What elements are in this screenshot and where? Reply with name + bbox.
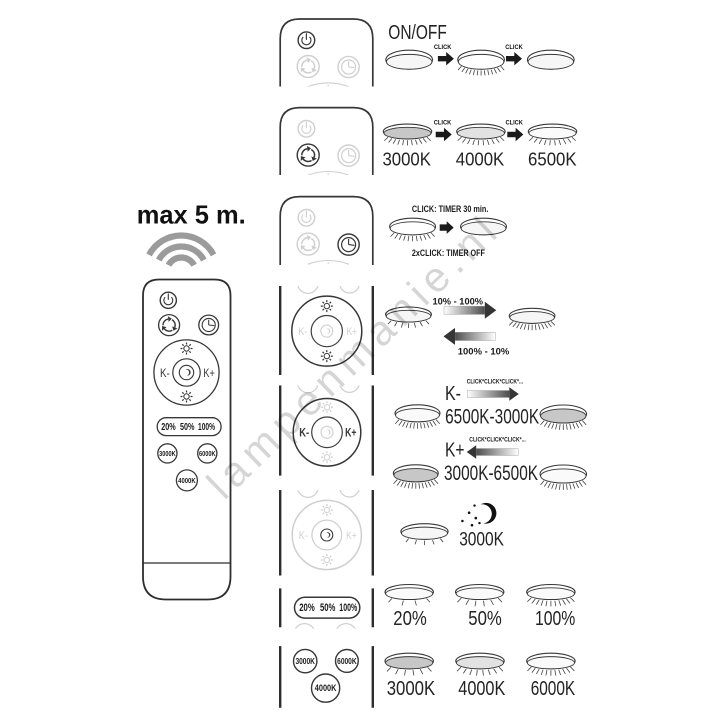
svg-text:20%: 20% [393, 608, 427, 630]
svg-text:K+: K+ [445, 439, 465, 462]
svg-text:CLICK: CLICK [505, 44, 523, 51]
svg-text:K-: K- [299, 426, 309, 440]
svg-text:100% - 10%: 100% - 10% [458, 347, 510, 357]
svg-text:ON/OFF: ON/OFF [388, 22, 447, 44]
svg-text:max 5 m.: max 5 m. [137, 199, 246, 229]
svg-text:50%: 50% [180, 422, 195, 433]
svg-text:6000K: 6000K [199, 450, 216, 458]
svg-text:2xCLICK: TIMER OFF: 2xCLICK: TIMER OFF [412, 248, 485, 258]
svg-text:K-: K- [298, 326, 307, 338]
svg-text:CLICK: CLICK [434, 44, 452, 51]
svg-text:3000K: 3000K [387, 678, 436, 700]
svg-text:K-: K- [160, 366, 170, 380]
svg-text:CLICK: CLICK [434, 120, 452, 127]
svg-text:K+: K+ [347, 326, 357, 338]
svg-text:4000K: 4000K [178, 476, 196, 485]
svg-text:6000K: 6000K [337, 656, 357, 666]
svg-text:3000K: 3000K [159, 450, 176, 458]
svg-text:K+: K+ [203, 366, 214, 380]
svg-text:50%: 50% [320, 602, 336, 614]
svg-text:4000K: 4000K [315, 683, 337, 693]
svg-text:3000K: 3000K [295, 656, 315, 666]
svg-text:4000K: 4000K [456, 149, 505, 170]
svg-text:K+: K+ [346, 530, 356, 542]
svg-text:K-: K- [299, 530, 308, 542]
svg-text:20%: 20% [161, 422, 176, 433]
svg-text:3000K-6500K: 3000K-6500K [444, 461, 538, 485]
svg-text:CLICK*CLICK*CLICK*...: CLICK*CLICK*CLICK*... [469, 437, 526, 444]
svg-text:3000K: 3000K [382, 149, 431, 170]
svg-text:20%: 20% [299, 602, 315, 614]
svg-text:50%: 50% [468, 608, 502, 630]
svg-text:100%: 100% [339, 602, 357, 614]
svg-text:CLICK: CLICK [505, 120, 523, 127]
svg-text:3000K: 3000K [459, 529, 504, 551]
svg-text:CLICK: TIMER 30 min.: CLICK: TIMER 30 min. [412, 204, 489, 214]
svg-text:4000K: 4000K [458, 678, 506, 700]
svg-text:6000K: 6000K [531, 678, 576, 700]
svg-text:K-: K- [445, 382, 461, 405]
svg-text:6500K: 6500K [528, 149, 577, 170]
svg-text:10% - 100%: 10% - 100% [433, 296, 484, 306]
svg-text:100%: 100% [198, 422, 215, 433]
svg-text:6500K-3000K: 6500K-3000K [445, 404, 539, 428]
svg-text:CLICK*CLICK*CLICK*...: CLICK*CLICK*CLICK*... [467, 378, 524, 385]
svg-text:K+: K+ [345, 426, 356, 440]
svg-text:100%: 100% [535, 608, 575, 630]
